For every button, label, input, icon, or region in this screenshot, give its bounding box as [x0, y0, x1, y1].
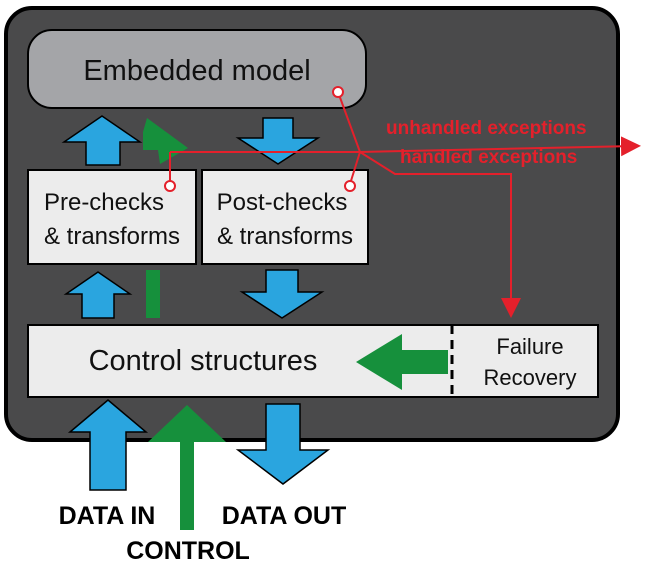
- data-out-label: DATA OUT: [222, 502, 347, 530]
- failure-recovery-label-line1: Failure: [496, 334, 563, 359]
- data-in-label: DATA IN: [59, 502, 156, 530]
- exception-paths: [169, 91, 641, 318]
- post-checks-box: [201, 169, 369, 265]
- data-up-arrow-to-model: [61, 115, 143, 166]
- failure-recovery-label-line2: Recovery: [484, 365, 577, 390]
- post-checks-label-line1: Post-checks: [217, 189, 348, 216]
- control-label: CONTROL: [126, 537, 250, 565]
- pre-checks-label-line2: & transforms: [44, 223, 180, 250]
- exception-source-prechecks: [164, 180, 176, 192]
- data-down-arrow-to-control: [239, 269, 325, 319]
- control-structures-label: Control structures: [89, 345, 318, 377]
- control-bar-lower: [146, 270, 160, 318]
- handled-exceptions-label: handled exceptions: [400, 147, 577, 168]
- embedded-model-label: Embedded model: [83, 55, 310, 87]
- embedded-model-box: [27, 29, 367, 109]
- data-out-arrow: [235, 403, 331, 485]
- exception-source-postchecks: [344, 180, 356, 192]
- pre-checks-label-line1: Pre-checks: [44, 189, 164, 216]
- control-in-arrow: [148, 405, 226, 530]
- recovery-arrow: [356, 334, 448, 390]
- control-structures-box: [27, 324, 599, 398]
- data-in-arrow: [67, 399, 149, 491]
- unhandled-exceptions-label: unhandled exceptions: [386, 118, 587, 139]
- data-up-arrow-to-prechecks: [63, 271, 133, 319]
- exception-source-model: [332, 86, 344, 98]
- post-checks-label-line2: & transforms: [217, 223, 353, 250]
